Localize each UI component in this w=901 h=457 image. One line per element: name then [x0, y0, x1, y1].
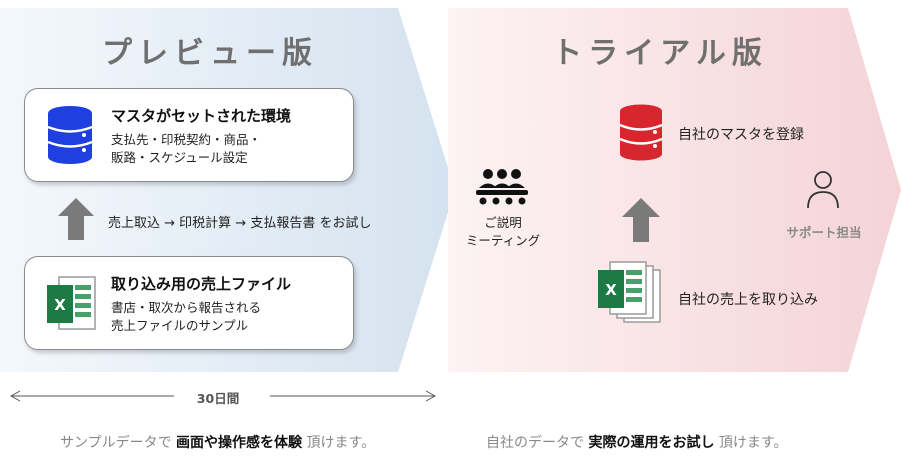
- trial-caption-post: 頂けます。: [714, 435, 788, 451]
- meeting-label: ご説明 ミーティング: [448, 214, 558, 250]
- sales-card-line1: 書店・取次から報告される: [111, 300, 262, 315]
- duration-arrow: [9, 390, 437, 402]
- up-arrow-icon: [58, 198, 94, 240]
- trial-caption: 自社のデータで 実際の運用をお試し 頂けます。: [486, 432, 788, 452]
- preview-caption-pre: サンプルデータで: [60, 435, 177, 451]
- preview-caption-post: 頂けます。: [302, 435, 376, 451]
- trial-caption-bold: 実際の運用をお試し: [588, 435, 715, 451]
- trial-phase-background: [448, 8, 901, 372]
- preview-flow-text: 売上取込 → 印税計算 → 支払報告書 をお試し: [108, 216, 372, 231]
- meeting-people-icon: [476, 169, 528, 205]
- master-card-line1: 支払先・印税契約・商品・: [111, 132, 262, 147]
- sales-card-title: 取り込み用の売上ファイル: [111, 275, 292, 293]
- master-card-title: マスタがセットされた環境: [111, 107, 292, 125]
- database-icon: [619, 104, 663, 161]
- meeting-label-line2: ミーティング: [465, 233, 541, 248]
- person-icon: [807, 171, 839, 209]
- master-card-line2: 販路・スケジュール設定: [111, 150, 248, 165]
- database-icon: [47, 106, 93, 164]
- meeting-label-line1: ご説明: [484, 215, 522, 230]
- preview-title: プレビュー版: [102, 36, 318, 71]
- excel-file-icon: X: [47, 276, 96, 330]
- register-master-text: 自社のマスタを登録: [678, 127, 804, 143]
- svg-text:X: X: [605, 281, 617, 299]
- up-arrow-icon: [622, 198, 660, 242]
- preview-caption-bold: 画面や操作感を体験: [176, 435, 303, 451]
- svg-text:X: X: [54, 296, 66, 314]
- sales-card-line2: 売上ファイルのサンプル: [111, 318, 249, 333]
- sales-file-card: X 取り込み用の売上ファイル 書店・取次から報告される 売上ファイルのサンプル: [24, 256, 354, 350]
- excel-files-icon: X: [598, 261, 661, 323]
- import-sales-text: 自社の売上を取り込み: [678, 292, 818, 308]
- support-label: サポート担当: [786, 225, 862, 240]
- master-environment-card: マスタがセットされた環境 支払先・印税契約・商品・ 販路・スケジュール設定: [24, 88, 354, 182]
- duration-label: 30日間: [196, 391, 240, 406]
- trial-title: トライアル版: [552, 36, 768, 71]
- trial-caption-pre: 自社のデータで: [486, 435, 589, 451]
- preview-caption: サンプルデータで 画面や操作感を体験 頂けます。: [60, 432, 375, 452]
